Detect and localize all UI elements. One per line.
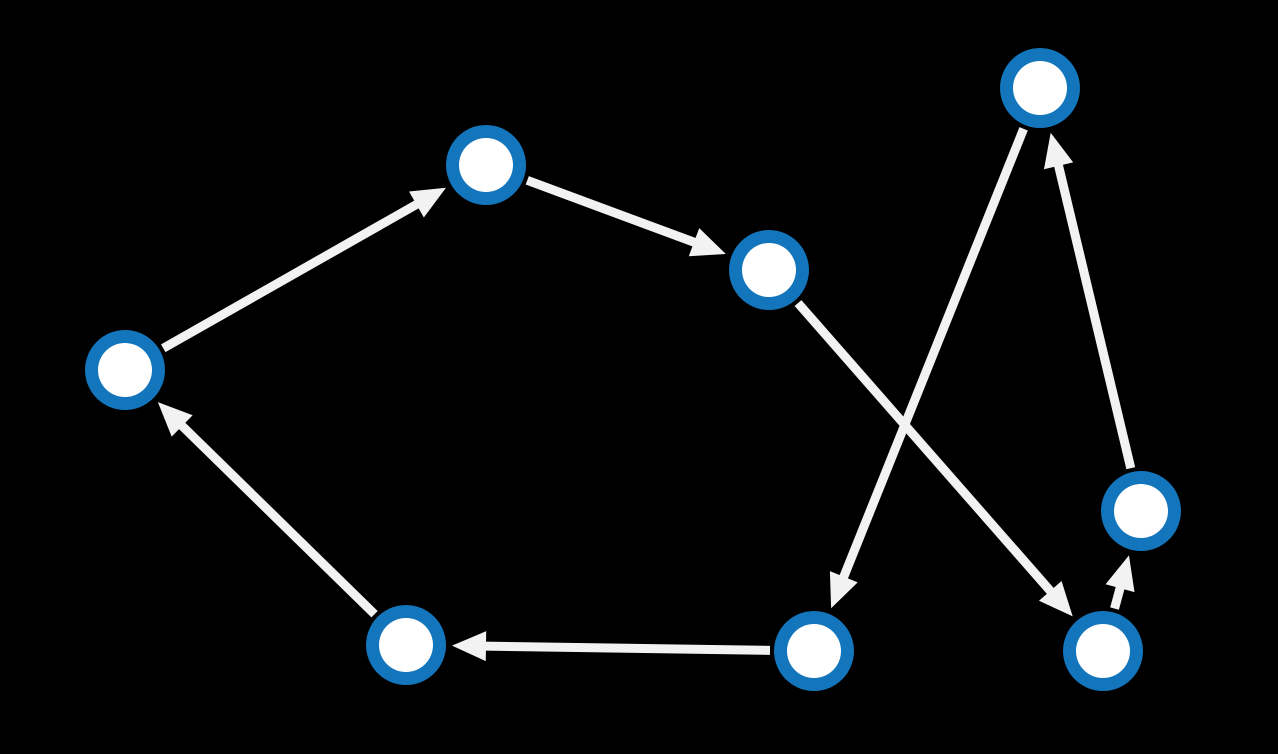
node-core[interactable] [742,243,796,297]
arrowhead-icon [451,631,487,662]
node-bottom-left[interactable] [366,605,446,685]
edge-left-to-upper-left [161,187,446,353]
node-bottom-right[interactable] [1063,611,1143,691]
node-upper-middle[interactable] [729,230,809,310]
edge-bottom-middle-to-bottom-left [451,631,771,662]
arrowhead-icon [688,228,726,257]
edges-layer [157,127,1136,662]
node-core[interactable] [787,624,841,678]
edge-upper-left-to-upper-middle [525,176,726,257]
edge-upper-middle-to-bottom-right [794,300,1073,617]
edge-right-to-top-right [1043,132,1136,470]
node-right[interactable] [1101,471,1181,551]
arrowhead-icon [157,402,193,437]
edge-top-right-to-bottom-middle [829,127,1028,609]
nodes-layer [85,48,1181,691]
node-top-right[interactable] [1000,48,1080,128]
arrowhead-icon [1043,132,1074,170]
node-left[interactable] [85,330,165,410]
edge-bottom-left-to-left [157,402,378,618]
arrowhead-icon [1105,555,1135,593]
node-core[interactable] [1114,484,1168,538]
node-core[interactable] [1076,624,1130,678]
node-core[interactable] [459,138,513,192]
node-core[interactable] [98,343,152,397]
node-bottom-middle[interactable] [774,611,854,691]
edge-bottom-right-to-right [1105,555,1135,610]
arrowhead-icon [409,187,446,218]
node-core[interactable] [379,618,433,672]
arrowhead-icon [1038,580,1073,617]
node-upper-left[interactable] [446,125,526,205]
arrowhead-icon [829,571,858,609]
node-core[interactable] [1013,61,1067,115]
